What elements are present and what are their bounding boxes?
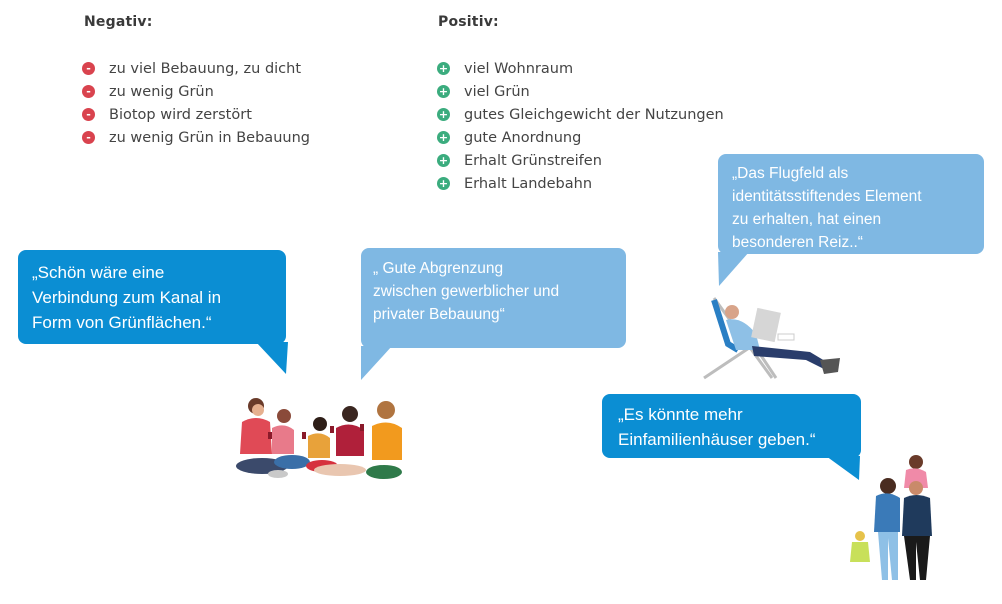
minus-icon: - xyxy=(82,108,95,121)
negative-list: - zu viel Bebauung, zu dicht - zu wenig Gr… xyxy=(82,57,310,149)
plus-icon: + xyxy=(437,85,450,98)
list-item: + Erhalt Landebahn xyxy=(437,172,724,195)
quote-line: zwischen gewerblicher und xyxy=(373,283,560,300)
plus-icon: + xyxy=(437,62,450,75)
quote-line: identitätsstiftendes Element xyxy=(732,188,922,205)
quote-line: „Das Flugfeld als xyxy=(732,165,849,182)
man-in-deckchair-illustration xyxy=(703,297,840,380)
quote-bubble-flugfeld: „Das Flugfeld als identitätsstiftendes E… xyxy=(718,154,984,254)
list-item: + gutes Gleichgewicht der Nutzungen xyxy=(437,103,724,126)
bubble-tail xyxy=(826,456,860,480)
list-item: - Biotop wird zerstört xyxy=(82,103,310,126)
positive-title: Positiv: xyxy=(438,14,499,30)
plus-icon: + xyxy=(437,154,450,167)
list-item: + viel Wohnraum xyxy=(437,57,724,80)
list-item-label: zu viel Bebauung, zu dicht xyxy=(109,60,302,77)
list-item-label: Erhalt Grünstreifen xyxy=(464,152,602,169)
list-item: - zu wenig Grün xyxy=(82,80,310,103)
bubble-tail xyxy=(718,252,749,286)
minus-icon: - xyxy=(82,62,95,75)
list-item: + gute Anordnung xyxy=(437,126,724,149)
list-item-label: Erhalt Landebahn xyxy=(464,175,593,192)
quote-line: Form von Grünflächen.“ xyxy=(32,313,212,332)
list-item-label: zu wenig Grün in Bebauung xyxy=(109,129,310,146)
quote-line: besonderen Reiz..“ xyxy=(732,234,863,251)
list-item-label: viel Grün xyxy=(464,83,530,100)
negative-title: Negativ: xyxy=(84,14,153,30)
list-item-label: gute Anordnung xyxy=(464,129,582,146)
plus-icon: + xyxy=(437,108,450,121)
list-item-label: viel Wohnraum xyxy=(464,60,574,77)
quote-line: „Schön wäre eine xyxy=(32,263,165,282)
plus-icon: + xyxy=(437,177,450,190)
quote-line: privater Bebauung“ xyxy=(373,306,505,323)
quote-bubble-einfamilien: „Es könnte mehr Einfamilienhäuser geben.… xyxy=(602,394,861,458)
quote-bubble-abgrenzung: „ Gute Abgrenzung zwischen gewerblicher … xyxy=(361,248,626,348)
list-item: - zu wenig Grün in Bebauung xyxy=(82,126,310,149)
list-item-label: zu wenig Grün xyxy=(109,83,214,100)
positive-list: + viel Wohnraum + viel Grün + gutes Gleichg… xyxy=(437,57,724,195)
list-item: + viel Grün xyxy=(437,80,724,103)
minus-icon: - xyxy=(82,85,95,98)
list-item-label: gutes Gleichgewicht der Nutzungen xyxy=(464,106,724,123)
group-sitting-illustration xyxy=(236,398,402,479)
bubble-tail xyxy=(256,342,288,374)
family-walking-illustration xyxy=(850,455,932,580)
list-item: - zu viel Bebauung, zu dicht xyxy=(82,57,310,80)
bubble-tail xyxy=(361,346,392,380)
list-item: + Erhalt Grünstreifen xyxy=(437,149,724,172)
quote-line: „Es könnte mehr xyxy=(618,405,743,424)
quote-bubble-kanal: „Schön wäre eine Verbindung zum Kanal in… xyxy=(18,250,286,344)
quote-line: Verbindung zum Kanal in xyxy=(32,288,222,307)
plus-icon: + xyxy=(437,131,450,144)
quote-line: zu erhalten, hat einen xyxy=(732,211,882,228)
list-item-label: Biotop wird zerstört xyxy=(109,106,252,123)
minus-icon: - xyxy=(82,131,95,144)
quote-line: Einfamilienhäuser geben.“ xyxy=(618,430,816,449)
quote-line: „ Gute Abgrenzung xyxy=(373,260,504,277)
